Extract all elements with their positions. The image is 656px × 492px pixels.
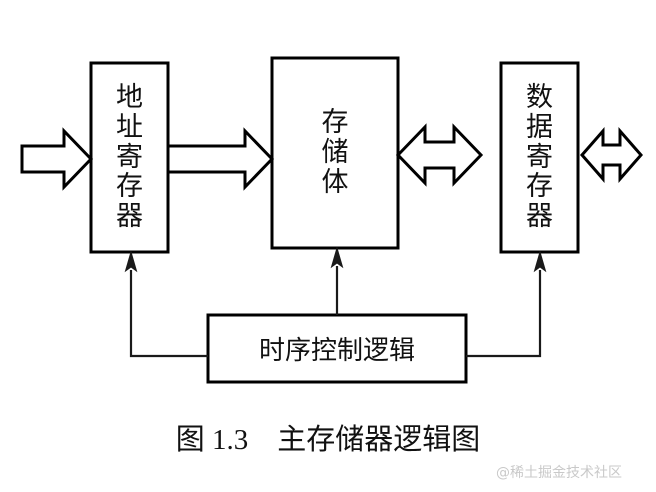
address-input-arrow [20,127,94,191]
memory-bank-box [270,56,400,250]
address-to-memory-arrow [166,127,275,191]
control-to-address-arrowhead [124,250,138,273]
timing-control-logic-box [206,313,468,384]
figure-caption: 图 1.3 主存储器逻辑图 [175,424,481,456]
watermark: @稀土掘金技术社区 [496,465,622,481]
data-io-bidirectional-arrow [580,127,643,183]
control-to-data-line [466,270,542,358]
memory-data-bidirectional-arrow [395,123,484,187]
address-register-box [89,61,170,254]
control-to-address-line [129,270,208,358]
control-to-data-arrowhead [533,250,547,273]
data-register-box [499,61,580,254]
control-to-memory-arrowhead [330,246,344,269]
